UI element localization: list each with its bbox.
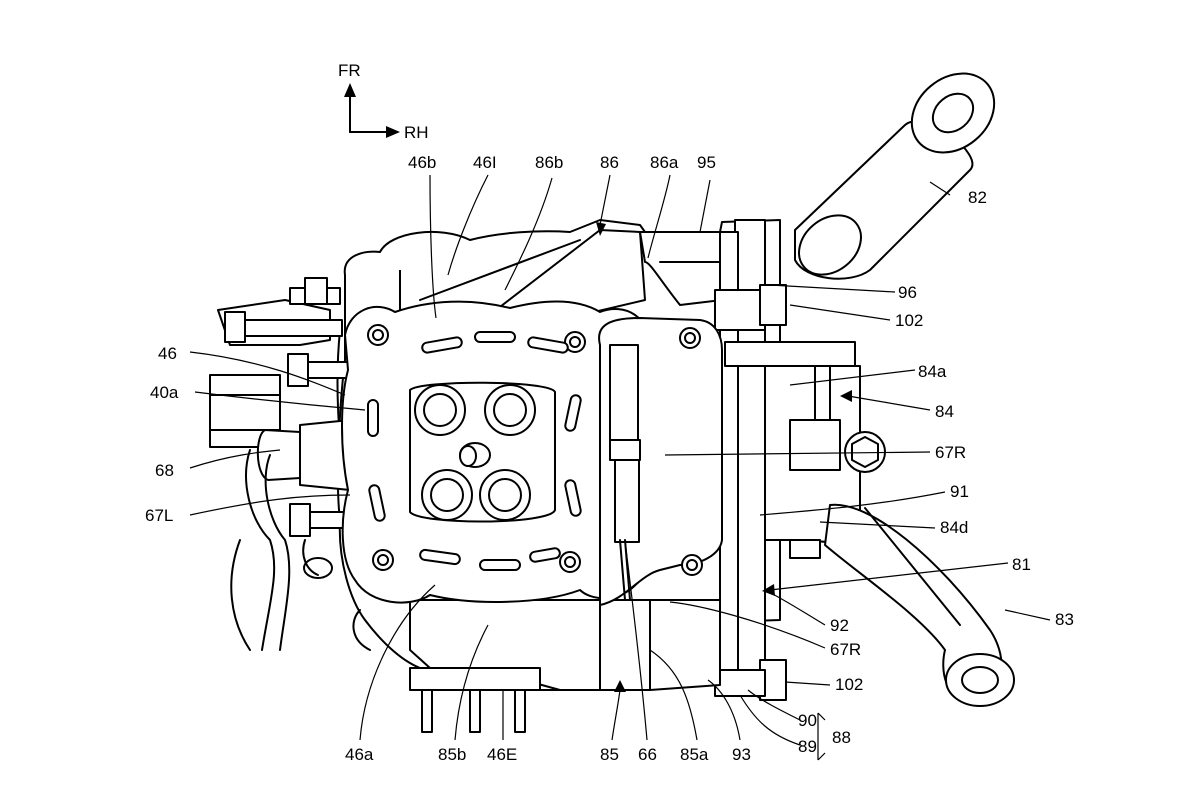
label-95: 95	[697, 153, 716, 172]
label-88: 88	[832, 728, 851, 747]
label-86: 86	[600, 153, 619, 172]
label-46b: 46b	[408, 153, 436, 172]
label-46: 46	[158, 344, 177, 363]
label-102-top: 102	[895, 311, 923, 330]
label-90: 90	[798, 711, 817, 730]
label-84: 84	[935, 402, 954, 421]
label-85: 85	[600, 745, 619, 764]
direction-label-rh: RH	[404, 123, 429, 142]
lower-housing	[410, 600, 720, 732]
label-85b: 85b	[438, 745, 466, 764]
label-67R-right: 67R	[935, 443, 966, 462]
pipe-82	[787, 57, 1010, 287]
label-83: 83	[1055, 610, 1074, 629]
label-86a: 86a	[650, 153, 679, 172]
direction-label-fr: FR	[338, 61, 361, 80]
label-84a: 84a	[918, 362, 947, 381]
label-66: 66	[638, 745, 657, 764]
label-68: 68	[155, 461, 174, 480]
label-96: 96	[898, 283, 917, 302]
label-85a: 85a	[680, 745, 709, 764]
label-91: 91	[950, 482, 969, 501]
label-81: 81	[1012, 555, 1031, 574]
label-92: 92	[830, 616, 849, 635]
label-46a: 46a	[345, 745, 374, 764]
direction-arrows: FR RH	[338, 61, 429, 142]
label-46E: 46E	[487, 745, 517, 764]
label-93: 93	[732, 745, 751, 764]
label-67L: 67L	[145, 506, 173, 525]
label-46I: 46I	[473, 153, 497, 172]
left-hardware	[210, 278, 355, 650]
label-86b: 86b	[535, 153, 563, 172]
label-84d: 84d	[940, 518, 968, 537]
label-67R-bottom: 67R	[830, 640, 861, 659]
label-102-bottom: 102	[835, 675, 863, 694]
label-89: 89	[798, 737, 817, 756]
label-82: 82	[968, 188, 987, 207]
label-40a: 40a	[150, 383, 179, 402]
